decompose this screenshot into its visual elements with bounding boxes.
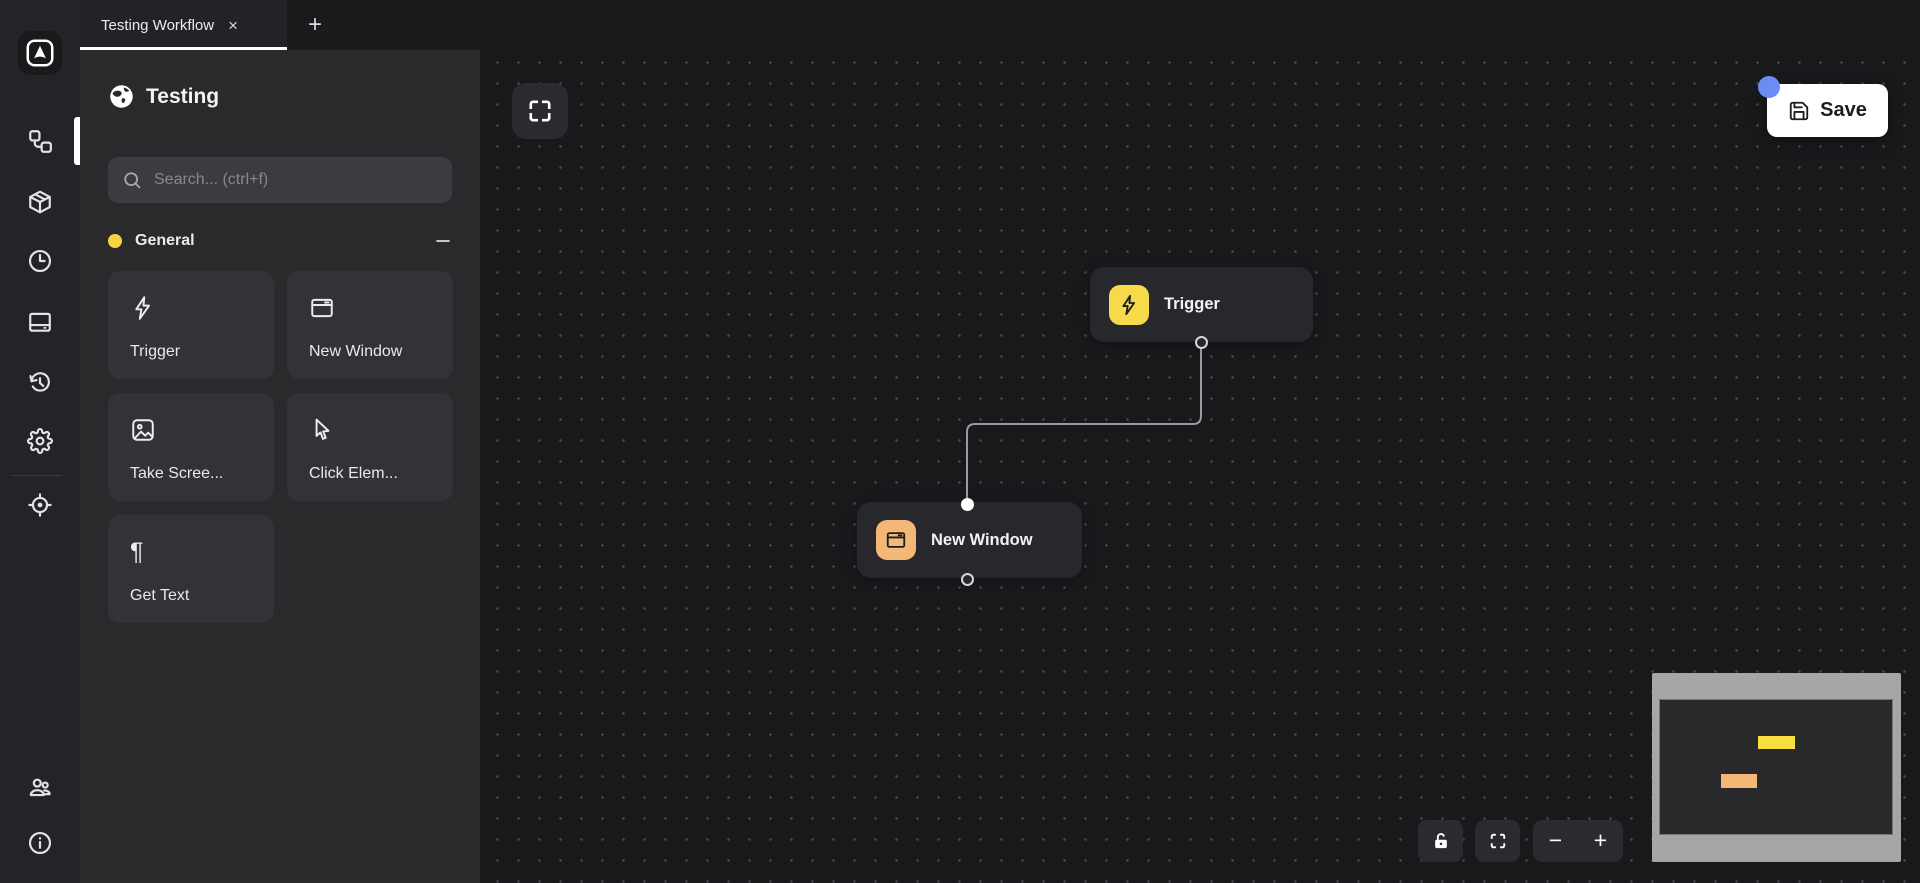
new-tab-button[interactable]: + — [307, 11, 322, 38]
image-icon — [132, 419, 154, 441]
search-icon — [124, 171, 141, 188]
history-icon[interactable] — [27, 369, 53, 395]
new-window-input-port[interactable] — [960, 497, 974, 511]
block-label: Trigger — [130, 343, 181, 360]
lock-canvas-button[interactable] — [1418, 820, 1463, 862]
workflow-canvas[interactable]: Save Trigger New Window − + — [480, 50, 1920, 883]
category-label: General — [135, 232, 195, 249]
minimap[interactable] — [1652, 673, 1901, 862]
tab-testing-workflow[interactable]: Testing Workflow × — [80, 0, 287, 50]
block-click-element[interactable]: Click Elem... — [287, 393, 453, 501]
block-get-text[interactable]: ¶ Get Text — [108, 515, 274, 623]
minimap-node-new-window — [1721, 774, 1757, 788]
automa-logo-icon[interactable] — [18, 31, 62, 75]
sidebar-active-indicator — [74, 117, 80, 165]
minimap-node-trigger — [1758, 736, 1795, 749]
minus-icon[interactable] — [434, 232, 452, 250]
workflow-header: Testing — [108, 83, 219, 110]
unsaved-notification-dot — [1758, 76, 1780, 98]
workflow-tab-bar: Testing Workflow × + — [80, 0, 1920, 50]
minimap-viewport — [1659, 699, 1893, 835]
zoom-out-button[interactable]: − — [1533, 820, 1578, 862]
workflow-title: Testing — [146, 84, 220, 108]
node-icon-badge — [1109, 284, 1149, 325]
computer-icon[interactable] — [27, 309, 53, 335]
category-color-dot — [108, 234, 122, 248]
block-new-window[interactable]: New Window — [287, 271, 453, 379]
zoom-in-button[interactable]: + — [1578, 820, 1623, 862]
block-take-screenshot[interactable]: Take Scree... — [108, 393, 274, 501]
window-icon — [311, 298, 333, 318]
workflow-icon[interactable] — [27, 128, 53, 154]
blocks-panel: Testing General Trigger New Window Take … — [80, 50, 480, 883]
tab-label: Testing Workflow — [101, 16, 215, 34]
pilcrow-icon: ¶ — [130, 538, 144, 566]
packages-icon[interactable] — [27, 189, 53, 215]
cursor-icon — [315, 418, 330, 440]
sidebar-divider — [12, 475, 62, 476]
fit-to-screen-button[interactable] — [1475, 820, 1520, 862]
lock-icon — [1434, 833, 1447, 849]
teams-icon[interactable] — [27, 775, 53, 801]
blocks-grid: Trigger New Window Take Scree... Click E… — [108, 271, 454, 623]
block-label: Take Scree... — [130, 465, 224, 482]
node-label: Trigger — [1164, 295, 1220, 313]
block-label: Click Elem... — [309, 465, 398, 482]
globe-icon — [110, 85, 133, 108]
node-label: New Window — [931, 530, 1033, 549]
node-icon-badge — [876, 520, 916, 560]
block-label: New Window — [309, 343, 403, 360]
icon-sidebar — [0, 0, 80, 883]
fullscreen-icon — [529, 100, 551, 122]
node-trigger[interactable]: Trigger — [1090, 267, 1313, 342]
trigger-output-port[interactable] — [1194, 335, 1208, 349]
node-new-window[interactable]: New Window — [857, 502, 1082, 578]
floppy-icon — [1789, 101, 1809, 120]
category-general[interactable]: General — [108, 230, 452, 252]
zoom-controls: − + — [1533, 820, 1623, 862]
search-box[interactable] — [108, 157, 452, 203]
search-input[interactable] — [154, 171, 438, 189]
fit-screen-icon — [1490, 833, 1505, 849]
lightning-icon — [135, 296, 151, 320]
active-tab-underline — [80, 47, 287, 50]
block-trigger[interactable]: Trigger — [108, 271, 274, 379]
save-button[interactable]: Save — [1758, 76, 1888, 137]
tab-close-icon[interactable]: × — [228, 15, 239, 35]
info-icon[interactable] — [27, 830, 53, 856]
settings-icon[interactable] — [27, 428, 53, 454]
schedule-icon[interactable] — [27, 248, 53, 274]
save-button-label: Save — [1820, 99, 1867, 121]
window-icon — [886, 532, 906, 548]
new-window-output-port[interactable] — [960, 572, 974, 586]
lightning-icon — [1122, 294, 1136, 315]
block-label: Get Text — [130, 587, 190, 604]
expand-panel-button[interactable] — [512, 83, 568, 139]
element-selector-icon[interactable] — [27, 492, 53, 518]
